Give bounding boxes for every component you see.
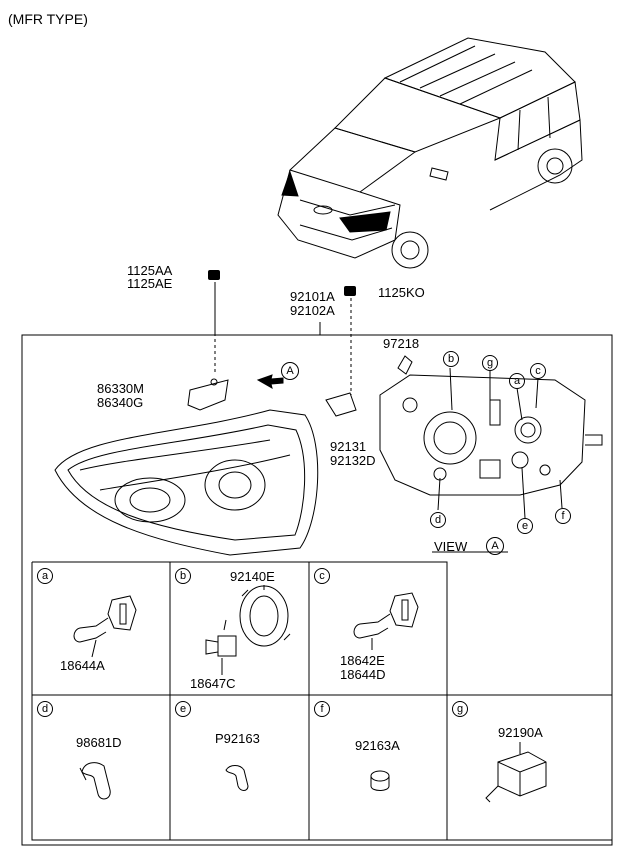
- cell-letter-g: g: [452, 701, 468, 717]
- callout-86330m: 86330M: [97, 381, 144, 396]
- callout-92131: 92131: [330, 439, 367, 454]
- vehicle-illustration: [277, 37, 583, 269]
- callout-97218: 97218: [383, 336, 420, 351]
- view-a-illustration: [256, 367, 603, 553]
- callout-1125aa: 1125AA: [127, 263, 173, 278]
- cell-letter-a: a: [37, 568, 53, 584]
- bolt-icon: [208, 270, 220, 280]
- part-p92163: P92163: [215, 731, 260, 746]
- cell-letter-d: d: [37, 701, 53, 717]
- part-18644a: 18644A: [60, 658, 105, 673]
- part-92190a: 92190A: [498, 725, 543, 740]
- part-sketch-e: [225, 765, 249, 791]
- view-marker-e: e: [517, 518, 533, 534]
- part-sketch-b: [205, 585, 291, 657]
- view-marker-a: a: [509, 373, 525, 389]
- headlamp-assembly: [54, 355, 413, 556]
- callout-92101a: 92101A: [290, 289, 335, 304]
- callout-92132d: 92132D: [330, 453, 376, 468]
- cell-letter-e: e: [175, 701, 191, 717]
- diagram-title: (MFR TYPE): [8, 11, 88, 27]
- callout-1125ae: 1125AE: [127, 276, 173, 291]
- view-arrow-letter: A: [281, 362, 299, 380]
- part-18647c: 18647C: [190, 676, 236, 691]
- part-92140e: 92140E: [230, 569, 275, 584]
- view-marker-c: c: [530, 363, 546, 379]
- part-sketch-g: [485, 751, 547, 803]
- callout-1125ko: 1125KO: [378, 285, 425, 300]
- view-marker-f: f: [555, 508, 571, 524]
- cell-letter-c: c: [314, 568, 330, 584]
- part-sketch-a: [73, 595, 137, 643]
- main-frame: [21, 334, 613, 846]
- part-18644d: 18644D: [340, 667, 386, 682]
- part-sketch-c: [353, 592, 419, 639]
- view-label-letter: A: [486, 537, 504, 555]
- cell-letter-f: f: [314, 701, 330, 717]
- callout-86340g: 86340G: [97, 395, 144, 410]
- part-sketch-d: [79, 762, 111, 800]
- view-marker-g: g: [482, 355, 498, 371]
- part-sketch-f: [370, 770, 390, 791]
- callout-92102a: 92102A: [290, 303, 335, 318]
- parts-grid: [31, 561, 612, 841]
- part-92163a: 92163A: [355, 738, 400, 753]
- part-98681d: 98681D: [76, 735, 122, 750]
- screw-icon: [344, 286, 356, 296]
- cell-letter-b: b: [175, 568, 191, 584]
- view-marker-b: b: [443, 351, 459, 367]
- part-18642e: 18642E: [340, 653, 385, 668]
- view-label: VIEW: [434, 539, 468, 554]
- view-marker-d: d: [430, 512, 446, 528]
